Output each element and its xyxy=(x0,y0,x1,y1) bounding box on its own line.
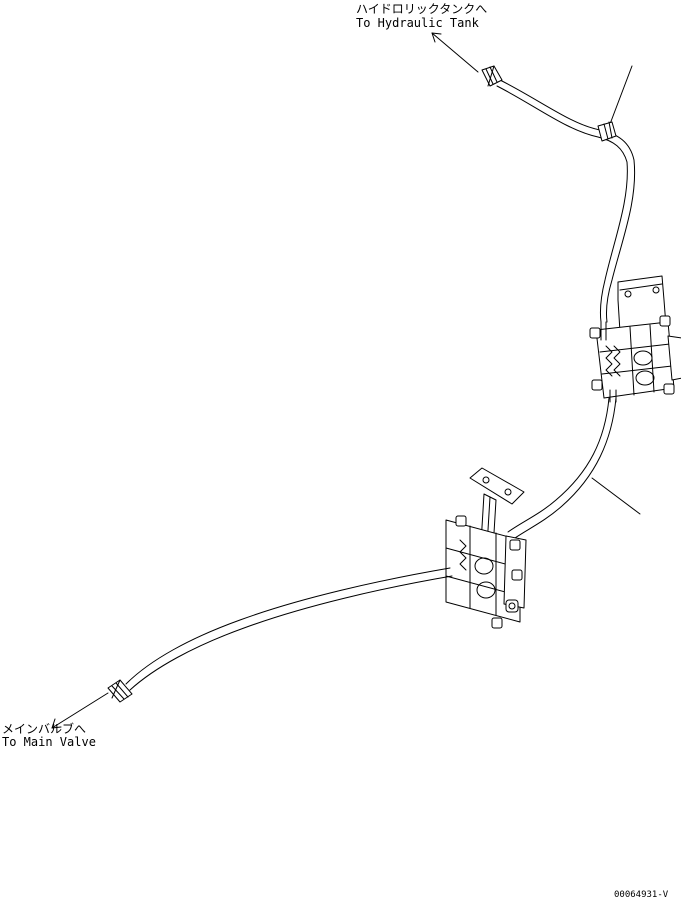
label-main-valve-jp: メインバルブへ xyxy=(2,721,86,736)
label-hydraulic-tank-jp: ハイドロリックタンクへ xyxy=(356,2,487,16)
upper-hose xyxy=(496,79,636,323)
leader-line-hose xyxy=(591,477,641,515)
lower-hose xyxy=(125,567,453,691)
lower-hose-mount-block xyxy=(445,467,527,629)
drawing-code: 00064931-V xyxy=(614,890,669,900)
middle-hose xyxy=(507,397,617,541)
upper-hose-fitting xyxy=(481,65,503,87)
lower-hose-fitting xyxy=(107,679,133,703)
arrow-to-hydraulic-tank xyxy=(431,32,479,73)
label-main-valve-en: To Main Valve xyxy=(2,735,96,749)
upper-hose-mount-block xyxy=(589,275,681,403)
label-hydraulic-tank-en: To Hydraulic Tank xyxy=(356,16,480,30)
leader-line-clamp xyxy=(609,65,633,125)
arrow-to-main-valve xyxy=(51,692,109,729)
hose-clamp xyxy=(597,121,617,142)
